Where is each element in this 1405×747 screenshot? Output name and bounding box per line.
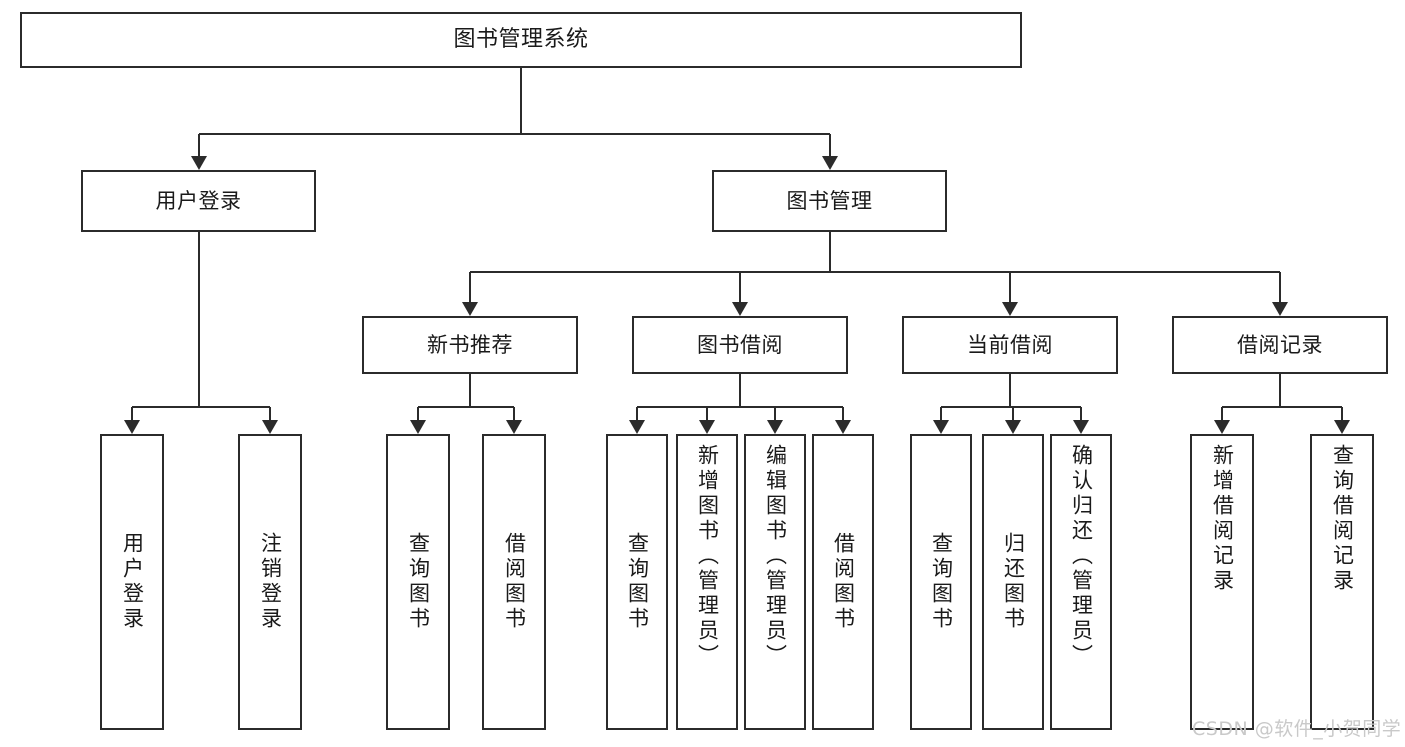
- connector-drop: [940, 407, 942, 420]
- connector-cb-stem: [1009, 374, 1011, 407]
- arrowhead-to-child-1: [732, 302, 748, 316]
- arrowhead-to-child-0: [1214, 420, 1230, 434]
- node-label: 查询图书: [929, 532, 954, 632]
- connector-drop: [1279, 272, 1281, 302]
- node-label: 当前借阅: [967, 332, 1053, 357]
- node-label: 图书管理系统: [453, 27, 589, 53]
- connector-drop: [269, 407, 271, 420]
- node-current-borrowing[interactable]: 当前借阅: [902, 316, 1118, 374]
- node-label: 借阅记录: [1237, 332, 1323, 357]
- node-leaf-query-books-new[interactable]: 查询图书: [386, 434, 450, 730]
- arrowhead-to-child-1: [1005, 420, 1021, 434]
- connector-drop: [706, 407, 708, 420]
- arrowhead-to-child-0: [124, 420, 140, 434]
- connector-drop: [842, 407, 844, 420]
- connector-bm-stem: [828, 232, 831, 272]
- connector-drop: [1012, 407, 1014, 420]
- connector-bb-bus: [637, 406, 843, 408]
- connector-drop: [1221, 407, 1223, 420]
- node-leaf-confirm-return-admin[interactable]: 确认归还（管理员）: [1050, 434, 1112, 730]
- arrowhead-to-child-3: [1272, 302, 1288, 316]
- connector-drop: [417, 407, 419, 420]
- connector-drop: [636, 407, 638, 420]
- node-leaf-query-books-current[interactable]: 查询图书: [910, 434, 972, 730]
- connector-drop: [469, 272, 471, 302]
- connector-drop: [1080, 407, 1082, 420]
- arrowhead-to-child-1: [1334, 420, 1350, 434]
- node-label: 用户登录: [120, 532, 145, 632]
- connector-nbr-bus: [418, 406, 514, 408]
- node-leaf-user-login[interactable]: 用户登录: [100, 434, 164, 730]
- node-label: 新书推荐: [427, 332, 513, 357]
- node-label: 新增图书（管理员）: [695, 444, 720, 669]
- node-label: 归还图书: [1001, 532, 1026, 632]
- node-borrowing-records[interactable]: 借阅记录: [1172, 316, 1388, 374]
- connector-drop: [1009, 272, 1011, 302]
- node-leaf-borrow-books[interactable]: 借阅图书: [812, 434, 874, 730]
- arrowhead-to-child-0: [462, 302, 478, 316]
- node-root-book-management-system[interactable]: 图书管理系统: [20, 12, 1022, 68]
- connector-drop: [1341, 407, 1343, 420]
- node-label: 图书借阅: [697, 332, 783, 357]
- node-label: 注销登录: [258, 532, 283, 632]
- node-leaf-return-books[interactable]: 归还图书: [982, 434, 1044, 730]
- node-leaf-query-books-borrow[interactable]: 查询图书: [606, 434, 668, 730]
- connector-drop: [739, 272, 741, 302]
- connector-root-stem: [520, 68, 522, 134]
- connector-ul-bus: [132, 406, 270, 408]
- arrowhead-to-child-0: [629, 420, 645, 434]
- node-leaf-borrow-books-new[interactable]: 借阅图书: [482, 434, 546, 730]
- connector-cb-bus: [941, 406, 1081, 408]
- connector-drop: [774, 407, 776, 420]
- arrowhead-to-child-0: [410, 420, 426, 434]
- connector-br-bus: [1222, 406, 1342, 408]
- node-label: 新增借阅记录: [1210, 444, 1235, 594]
- node-label: 图书管理: [786, 188, 873, 213]
- connector-bb-stem: [739, 374, 741, 407]
- node-user-login[interactable]: 用户登录: [81, 170, 316, 232]
- node-label: 借阅图书: [831, 532, 856, 632]
- node-label: 确认归还（管理员）: [1069, 444, 1094, 669]
- arrowhead-to-child-1: [699, 420, 715, 434]
- arrowhead-to-child-0: [190, 156, 207, 170]
- connector-drop: [828, 134, 831, 156]
- connector-br-stem: [1279, 374, 1281, 407]
- arrowhead-to-child-2: [1002, 302, 1018, 316]
- connector-drop: [131, 407, 133, 420]
- node-leaf-edit-book-admin[interactable]: 编辑图书（管理员）: [744, 434, 806, 730]
- node-leaf-logout[interactable]: 注销登录: [238, 434, 302, 730]
- node-book-borrowing[interactable]: 图书借阅: [632, 316, 848, 374]
- node-leaf-add-book-admin[interactable]: 新增图书（管理员）: [676, 434, 738, 730]
- arrowhead-to-child-1: [262, 420, 278, 434]
- node-label: 查询借阅记录: [1330, 444, 1355, 594]
- arrowhead-to-child-2: [767, 420, 783, 434]
- arrowhead-to-child-1: [821, 156, 838, 170]
- arrowhead-to-child-3: [835, 420, 851, 434]
- connector-root-bus: [198, 133, 830, 135]
- connector-bm-bus: [470, 271, 1280, 273]
- node-label: 用户登录: [155, 188, 242, 213]
- connector-nbr-stem: [469, 374, 471, 407]
- node-leaf-add-borrow-record[interactable]: 新增借阅记录: [1190, 434, 1254, 730]
- node-leaf-query-borrow-record[interactable]: 查询借阅记录: [1310, 434, 1374, 730]
- connector-drop: [513, 407, 515, 420]
- connector-drop: [197, 134, 200, 156]
- arrowhead-to-child-0: [933, 420, 949, 434]
- node-label: 查询图书: [406, 532, 431, 632]
- node-new-book-recommendation[interactable]: 新书推荐: [362, 316, 578, 374]
- csdn-watermark: CSDN @软件_小贺同学: [1192, 718, 1402, 740]
- node-label: 借阅图书: [502, 532, 527, 632]
- arrowhead-to-child-2: [1073, 420, 1089, 434]
- arrowhead-to-child-1: [506, 420, 522, 434]
- node-book-management[interactable]: 图书管理: [712, 170, 947, 232]
- connector-ul-stem: [197, 232, 200, 407]
- node-label: 查询图书: [625, 532, 650, 632]
- node-label: 编辑图书（管理员）: [763, 444, 788, 669]
